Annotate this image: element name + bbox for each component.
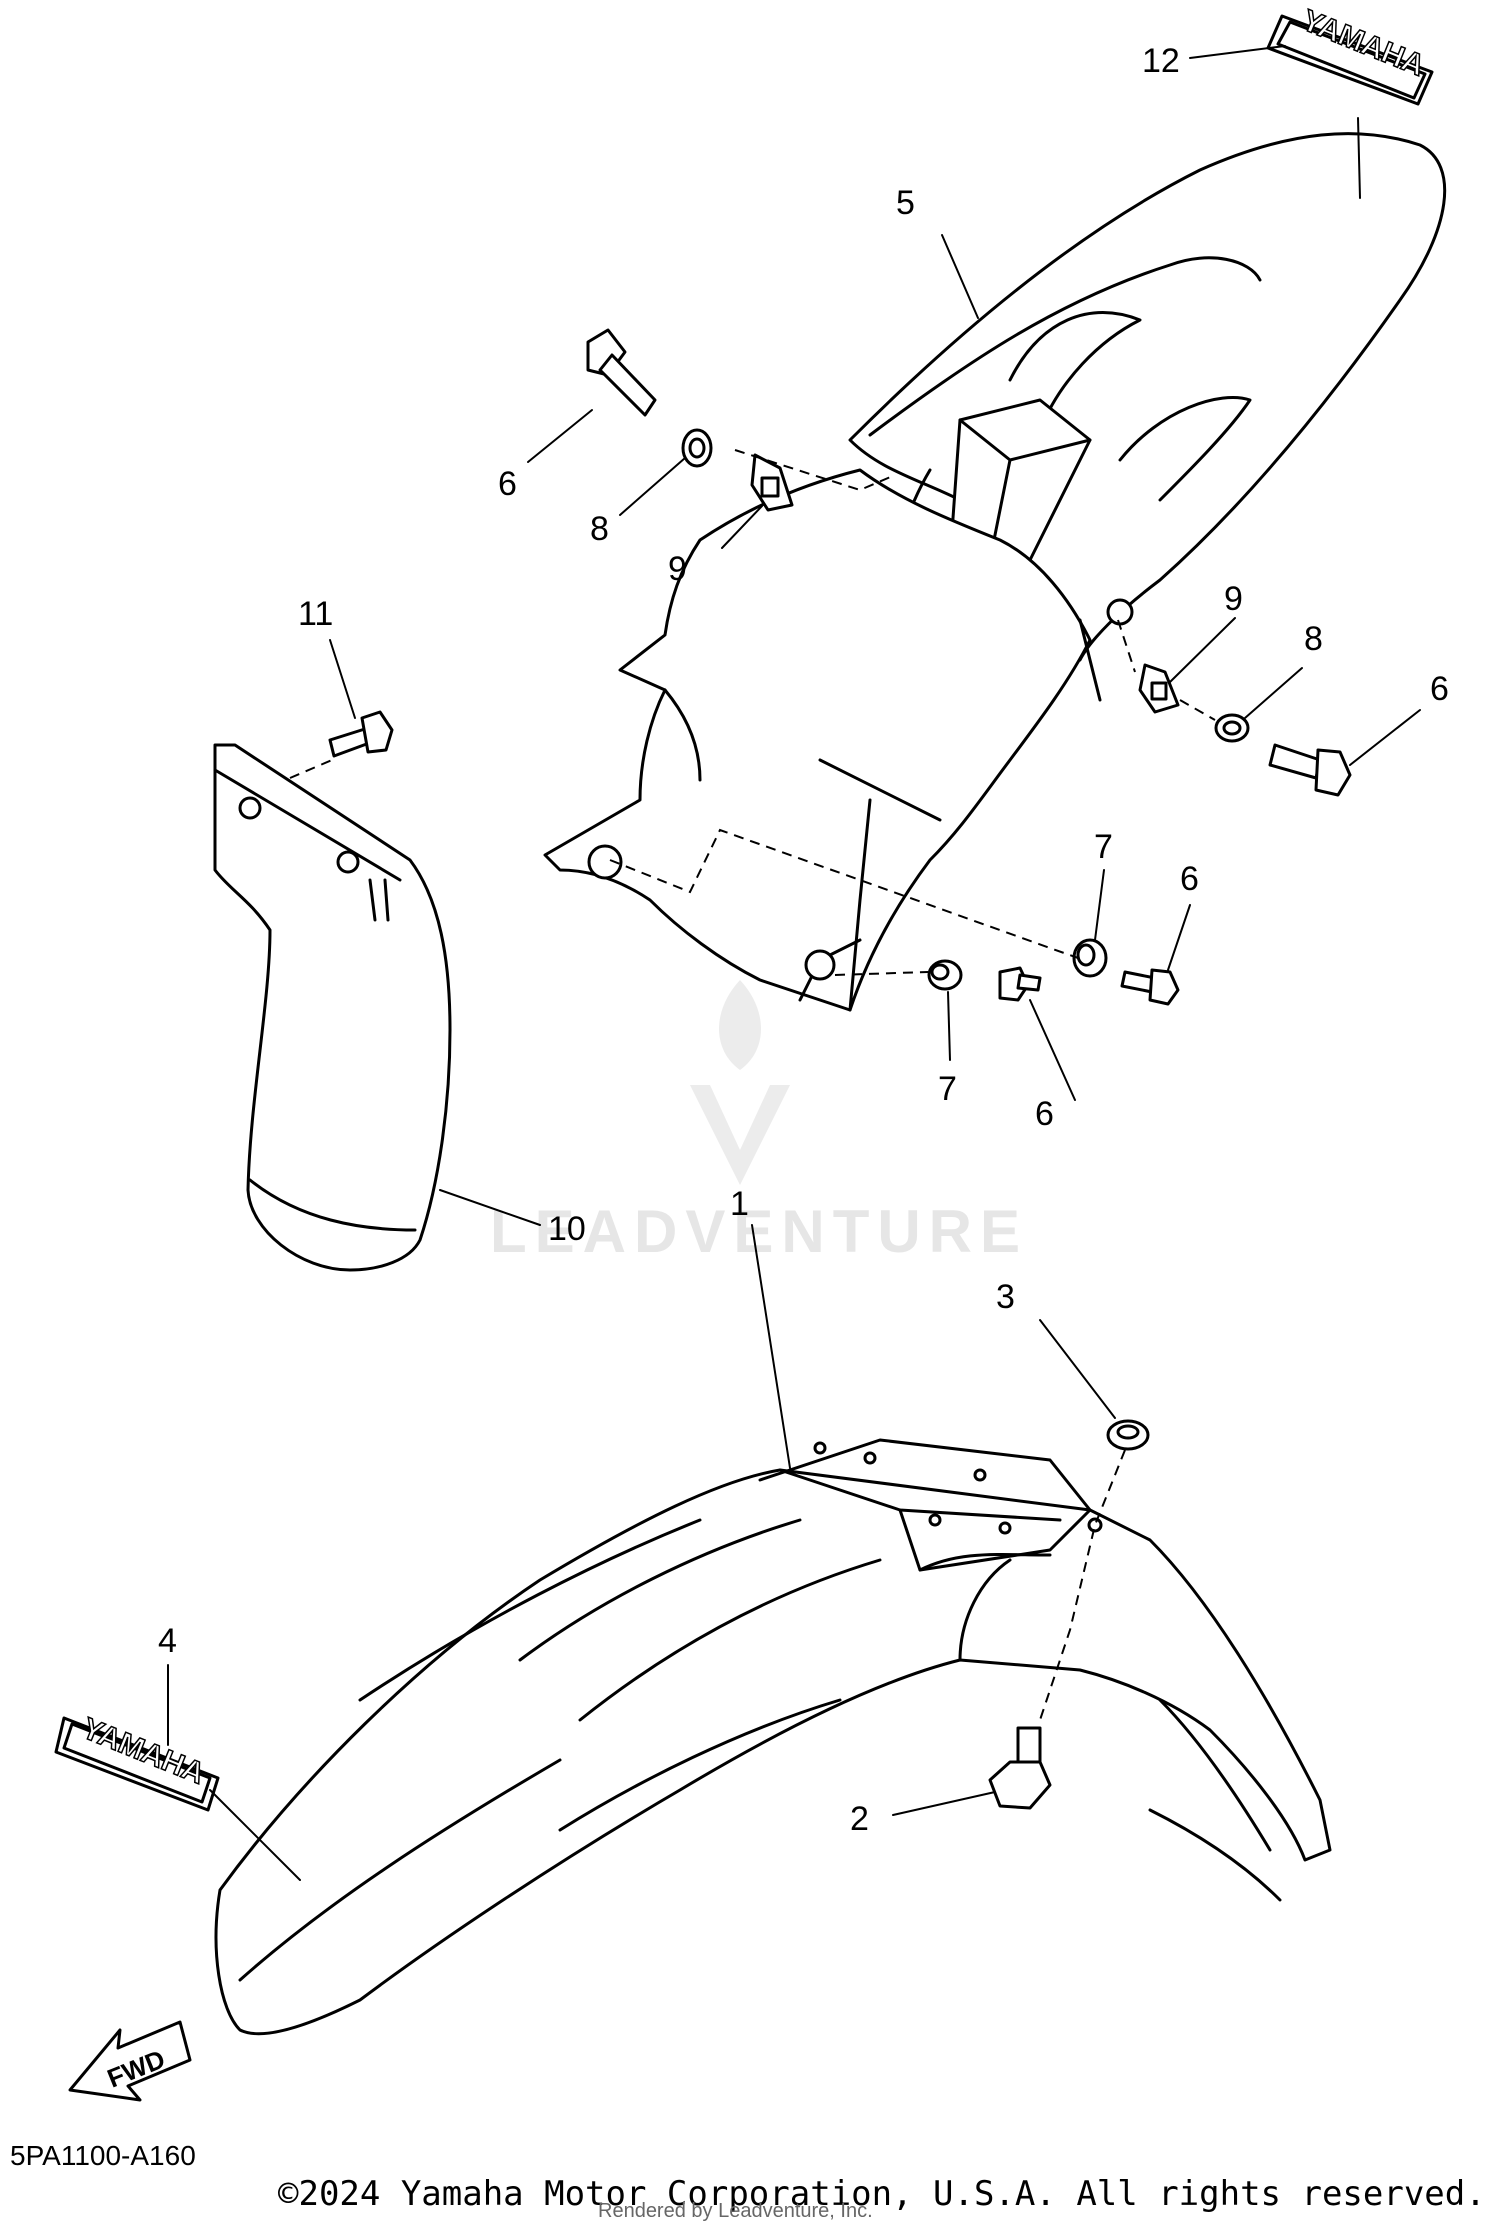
fwd-arrow-icon: FWD	[68, 2020, 192, 2102]
callout-10[interactable]: 10	[548, 1210, 586, 1248]
part-6-bolt-d[interactable]	[998, 966, 1042, 1002]
callout-8a[interactable]: 8	[590, 510, 609, 548]
callout-labels: 12 5 6 8 9 9 8 6 11 7 6 7 6 10 1 3 4 2	[158, 42, 1449, 1838]
callout-7b[interactable]: 7	[938, 1070, 957, 1108]
rear-fender-inner-flap[interactable]	[543, 468, 1134, 1012]
part-5-rear-fender[interactable]	[848, 132, 1447, 662]
callout-6b[interactable]: 6	[1430, 670, 1449, 708]
part-1-front-fender[interactable]	[214, 1438, 1332, 2036]
part-6-bolt-a[interactable]	[586, 328, 657, 417]
part-9-nut-b[interactable]	[1138, 663, 1180, 714]
callout-4[interactable]: 4	[158, 1622, 177, 1660]
part-6-bolt-b[interactable]	[1268, 743, 1352, 797]
part-11-screw[interactable]	[328, 710, 394, 758]
watermark-flame-icon	[719, 980, 761, 1070]
copyright-notice: ©2024 Yamaha Motor Corporation, U.S.A. A…	[278, 2174, 1486, 2214]
assembly-lines	[289, 449, 1216, 1721]
callout-12[interactable]: 12	[1142, 42, 1180, 80]
watermark: LEADVENTURE	[490, 980, 1028, 1265]
rendered-by-notice: Rendered by Leadventure, Inc.	[598, 2200, 873, 2222]
callout-5[interactable]: 5	[896, 184, 915, 222]
part-9-nut-a[interactable]	[750, 453, 794, 512]
part-7-collar-a[interactable]	[1072, 938, 1108, 978]
callout-3[interactable]: 3	[996, 1278, 1015, 1316]
part-10-fork-guard[interactable]	[213, 743, 452, 1272]
diagram-code: 5PA1100-A160	[10, 2140, 196, 2171]
callout-8b[interactable]: 8	[1304, 620, 1323, 658]
callout-6c[interactable]: 6	[1180, 860, 1199, 898]
part-3-grommet[interactable]	[1106, 1419, 1150, 1451]
callout-9b[interactable]: 9	[1224, 580, 1243, 618]
watermark-v-logo-icon	[690, 1085, 790, 1185]
callout-1[interactable]: 1	[730, 1185, 749, 1223]
callout-9a[interactable]: 9	[668, 550, 687, 588]
part-12-rear-decal[interactable]	[1266, 14, 1434, 106]
part-8-collar-a[interactable]	[681, 428, 713, 468]
watermark-text: LEADVENTURE	[490, 1198, 1028, 1265]
part-7-collar-b[interactable]	[927, 959, 963, 991]
part-6-bolt-c[interactable]	[1120, 968, 1180, 1006]
leader-lines	[167, 45, 1421, 1881]
callout-6d[interactable]: 6	[1035, 1095, 1054, 1133]
callout-6a[interactable]: 6	[498, 465, 517, 503]
part-8-collar-b[interactable]	[1214, 713, 1250, 743]
callout-11[interactable]: 11	[298, 595, 333, 633]
callout-2[interactable]: 2	[850, 1800, 869, 1838]
part-2-bolt[interactable]	[988, 1726, 1052, 1810]
part-4-front-decal[interactable]: YAMAHA	[54, 1711, 220, 1812]
callout-7a[interactable]: 7	[1094, 828, 1113, 866]
